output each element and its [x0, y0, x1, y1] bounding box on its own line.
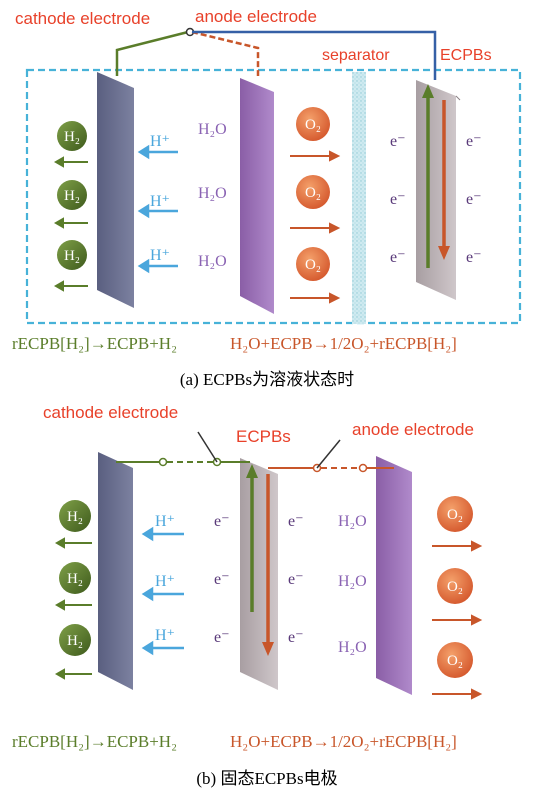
o2-bubble: O₂ — [296, 247, 330, 281]
cathode-switch-lever — [197, 431, 218, 463]
electron-label: e⁻ — [214, 629, 230, 646]
ecpbs-label: ECPBs — [440, 47, 492, 64]
caption-b: (b) 固态ECPBs电极 — [196, 769, 337, 788]
h2-bubble: H₂ — [59, 500, 91, 532]
caption-a: (a) ECPBs为溶液状态时 — [180, 370, 354, 389]
electron-label: e⁻ — [214, 513, 230, 530]
svg-text:H₂: H₂ — [64, 248, 80, 264]
h2-bubble: H₂ — [57, 121, 87, 151]
cathode-reaction: rECPB[H₂]→ECPB+H₂ — [12, 732, 177, 751]
proton-arrow — [137, 144, 178, 274]
water-label: H₂O — [338, 573, 367, 590]
o2-bubble: O₂ — [296, 175, 330, 209]
anode-switch-lever — [316, 439, 341, 469]
anode-plate — [240, 78, 274, 314]
cathode-wire — [115, 30, 189, 76]
svg-text:H₂: H₂ — [67, 633, 83, 649]
o2-bubble: O₂ — [437, 496, 473, 532]
cathode-electrode-label: cathode electrode — [15, 9, 150, 28]
electron-label: e⁻ — [390, 191, 406, 208]
panel-b: cathode electrode ECPBs anode electrode … — [12, 403, 483, 788]
cathode-reaction: rECPB[H₂]→ECPB+H₂ — [12, 334, 177, 353]
cathode-plate — [97, 72, 134, 308]
water-label: H₂O — [198, 253, 227, 270]
electron-label: e⁻ — [390, 249, 406, 266]
h2-outflow-arrow — [53, 156, 88, 292]
anode-plate — [376, 456, 412, 695]
proton-label: H⁺ — [155, 573, 175, 590]
h2-bubble: H₂ — [57, 180, 87, 210]
cathode-plate — [98, 452, 133, 690]
proton-label: H⁺ — [150, 247, 170, 264]
anode-electrode-label: anode electrode — [195, 7, 317, 26]
electron-label: e⁻ — [466, 133, 482, 150]
svg-text:O₂: O₂ — [305, 257, 321, 273]
ecpb-wire — [192, 30, 437, 80]
cell-boundary — [25, 68, 522, 325]
proton-label: H⁺ — [150, 193, 170, 210]
svg-text:H₂: H₂ — [64, 129, 80, 145]
anode-reaction: H₂O+ECPB→1/2O₂+rECPB[H₂] — [230, 732, 457, 751]
electron-label: e⁻ — [214, 571, 230, 588]
h2-bubble: H₂ — [57, 240, 87, 270]
h2-outflow-arrow — [54, 537, 92, 680]
svg-text:O₂: O₂ — [447, 653, 463, 669]
water-label: H₂O — [338, 639, 367, 656]
h2-bubble: H₂ — [59, 562, 91, 594]
o2-bubble: O₂ — [437, 568, 473, 604]
svg-text:H₂: H₂ — [67, 571, 83, 587]
electron-label: e⁻ — [466, 249, 482, 266]
electron-label: e⁻ — [288, 571, 304, 588]
svg-text:H₂: H₂ — [67, 509, 83, 525]
ecpb-plate — [416, 80, 456, 300]
svg-text:H₂: H₂ — [64, 188, 80, 204]
separator-label: separator — [322, 47, 390, 64]
proton-arrow — [141, 526, 184, 656]
proton-label: H⁺ — [155, 513, 175, 530]
h2-bubble: H₂ — [59, 624, 91, 656]
cathode-electrode-label: cathode electrode — [43, 403, 178, 422]
o2-outflow-arrow — [432, 540, 483, 700]
svg-text:O₂: O₂ — [447, 579, 463, 595]
o2-outflow-arrow — [290, 150, 341, 304]
water-label: H₂O — [198, 185, 227, 202]
electron-label: e⁻ — [390, 133, 406, 150]
proton-label: H⁺ — [150, 133, 170, 150]
anode-reaction: H₂O+ECPB→1/2O₂+rECPB[H₂] — [230, 334, 457, 353]
water-label: H₂O — [338, 513, 367, 530]
svg-text:O₂: O₂ — [305, 185, 321, 201]
ecpbs-label: ECPBs — [236, 427, 291, 446]
proton-label: H⁺ — [155, 627, 175, 644]
o2-bubble: O₂ — [437, 642, 473, 678]
ecpb-plate — [240, 458, 278, 690]
electron-label: e⁻ — [466, 191, 482, 208]
water-label: H₂O — [198, 121, 227, 138]
o2-bubble: O₂ — [296, 107, 330, 141]
svg-text:O₂: O₂ — [305, 117, 321, 133]
svg-text:O₂: O₂ — [447, 507, 463, 523]
electron-label: e⁻ — [288, 629, 304, 646]
panel-a: cathode electrode anode electrode separa… — [12, 7, 522, 389]
anode-electrode-label: anode electrode — [352, 420, 474, 439]
electron-label: e⁻ — [288, 513, 304, 530]
anode-wire — [191, 30, 260, 76]
separator-membrane — [352, 72, 366, 324]
